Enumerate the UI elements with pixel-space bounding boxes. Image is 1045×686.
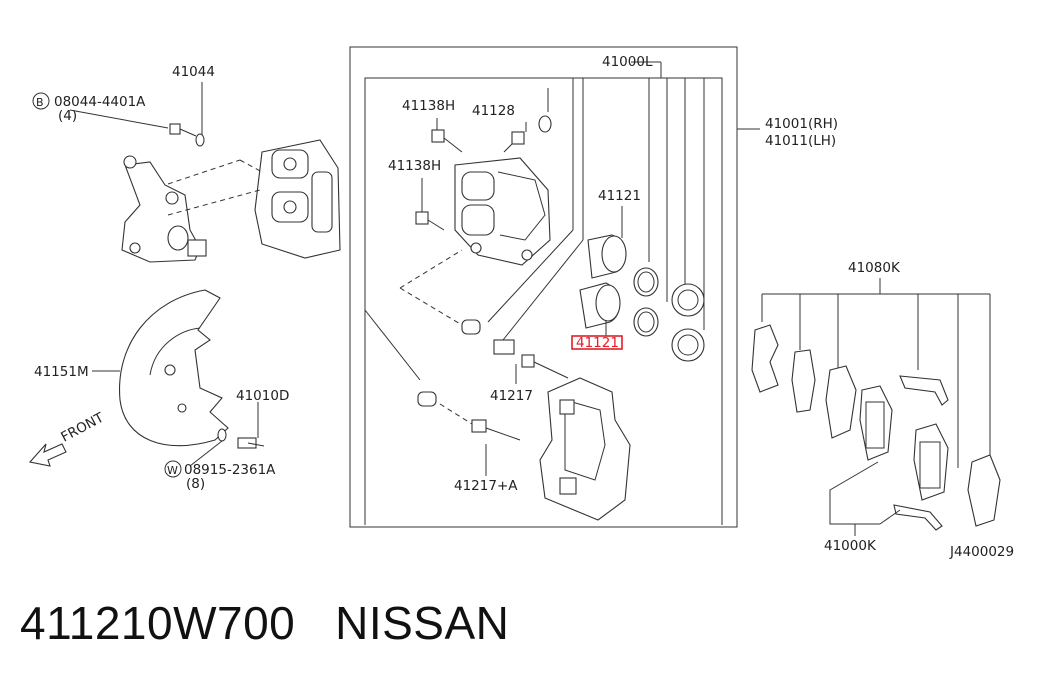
- symbol-w: W: [167, 464, 178, 477]
- guide-pin-icon: [471, 339, 569, 441]
- label-41151m: 41151M: [34, 364, 89, 380]
- label-41121-upper: 41121: [598, 188, 641, 204]
- caliper-housing: [454, 157, 551, 266]
- label-41128: 41128: [472, 103, 515, 119]
- label-41044: 41044: [172, 64, 215, 80]
- front-arrow-icon: [28, 443, 67, 467]
- brand-name: NISSAN: [335, 597, 510, 649]
- washer-symbol-w-icon: [164, 460, 182, 478]
- bleeder-screw-icon: [503, 131, 525, 153]
- label-41217-a: 41217+A: [454, 478, 518, 494]
- steering-knuckle: [121, 155, 207, 263]
- label-08915-2361a: 08915-2361A: [184, 462, 276, 478]
- symbol-b: B: [36, 96, 44, 109]
- label-41000l: 41000L: [602, 54, 653, 70]
- brake-pad-icon: [825, 365, 949, 501]
- dust-shield: [118, 289, 229, 447]
- label-41138h-top: 41138H: [402, 98, 455, 114]
- bolt-icon: [431, 129, 463, 153]
- caliper-support: [539, 377, 631, 521]
- caliper-bracket-left: [254, 139, 341, 259]
- label-41011-lh: 41011(LH): [765, 133, 836, 149]
- highlight-box: [571, 335, 623, 350]
- label-41000k: 41000K: [824, 538, 877, 554]
- bleeder-cap-icon: [538, 115, 552, 133]
- label-front: FRONT: [58, 409, 107, 445]
- label-08044-qty: (4): [58, 108, 77, 124]
- label-08915-qty: (8): [186, 476, 205, 492]
- piston-seal-icon: [633, 267, 659, 337]
- diagram-id: J4400029: [949, 544, 1014, 560]
- label-08044-4401a: 08044-4401A: [54, 94, 146, 110]
- caliper-assembly-frame: [349, 46, 738, 528]
- dust-boot-icon: [671, 283, 705, 362]
- pad-shim-icon: [751, 324, 816, 413]
- washer-icon: [217, 428, 227, 442]
- piston-lower: [579, 282, 621, 329]
- label-41001-rh: 41001(RH): [765, 116, 838, 132]
- bolt-icon: [415, 211, 445, 231]
- label-41121-highlighted: 41121: [576, 335, 619, 351]
- pin-boot-icon: [417, 319, 481, 407]
- label-41080k: 41080K: [848, 260, 901, 276]
- bolt-icon: [169, 123, 205, 147]
- bolt-symbol-b-icon: [32, 92, 50, 110]
- label-41010d: 41010D: [236, 388, 289, 404]
- bolt-icon: [237, 437, 265, 449]
- label-41217: 41217: [490, 388, 533, 404]
- caliper-inner-frame: [364, 77, 723, 525]
- label-41138h-mid: 41138H: [388, 158, 441, 174]
- pad-clip-icon: [893, 375, 1001, 531]
- piston-upper: [587, 234, 627, 279]
- part-caption: 411210W700 NISSAN: [20, 596, 509, 650]
- part-number: 411210W700: [20, 597, 296, 649]
